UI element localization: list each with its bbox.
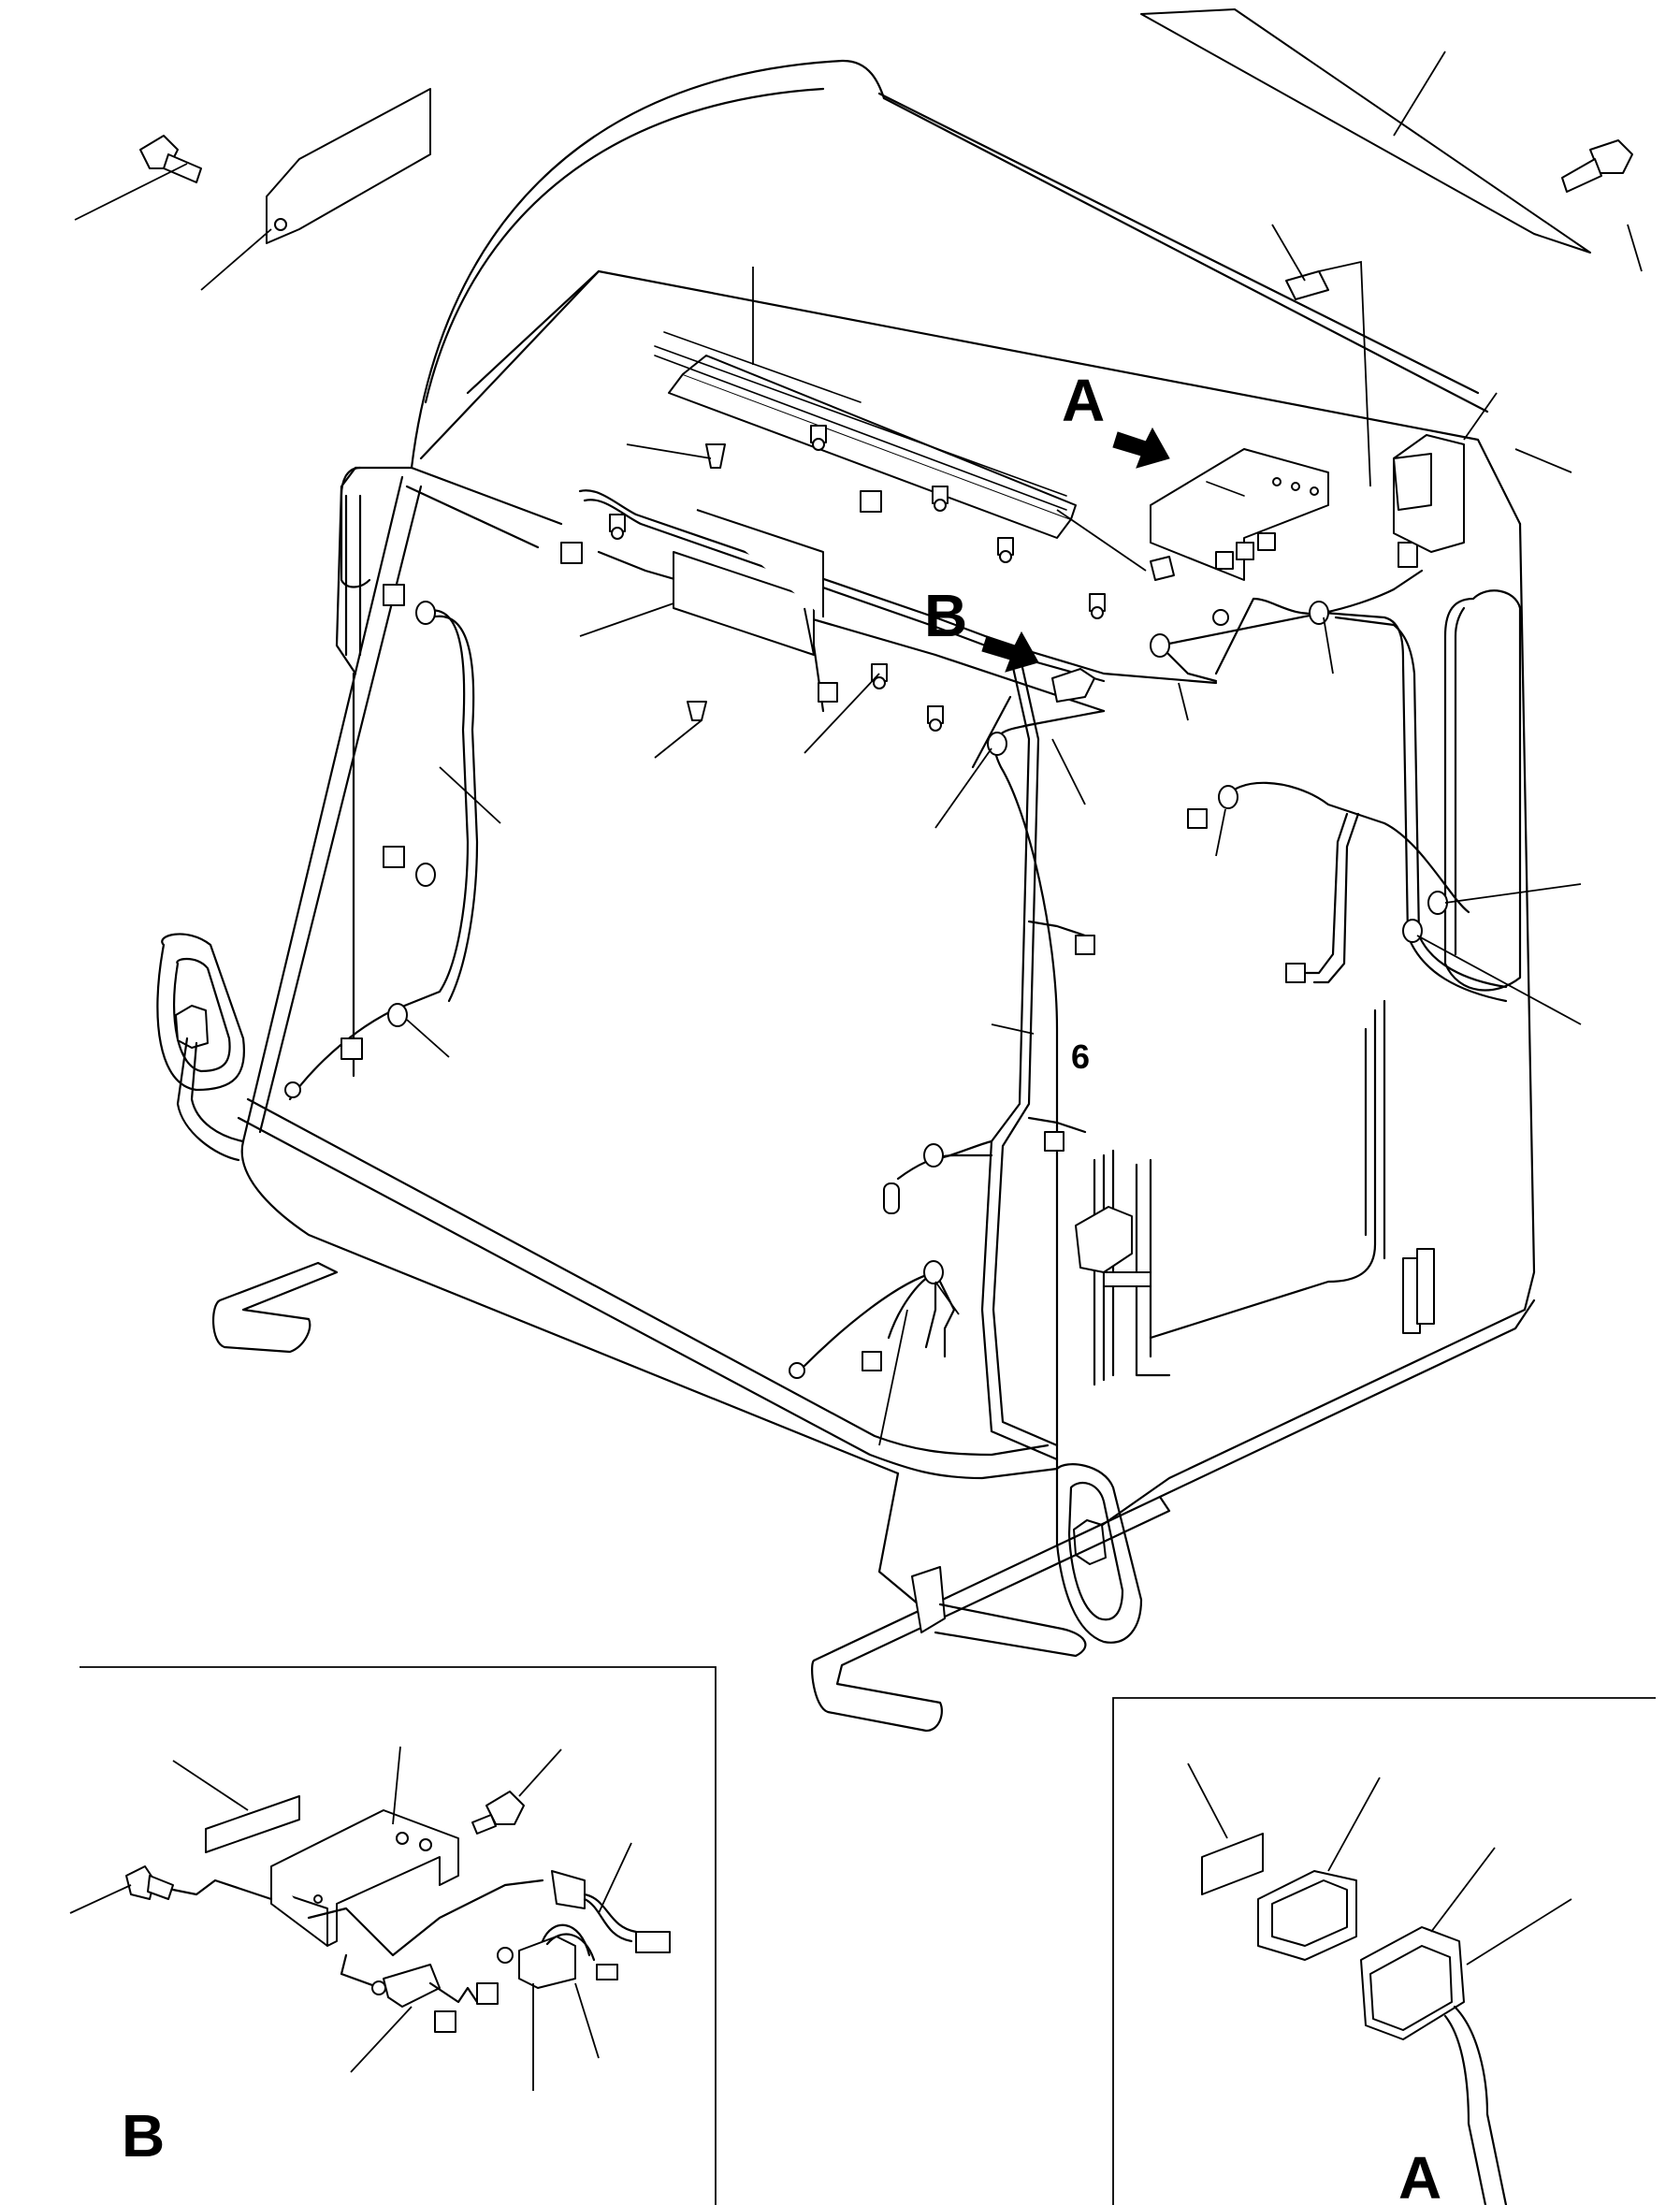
- harness-clip: [810, 425, 827, 451]
- detail-b-bracket: [270, 1809, 459, 1947]
- bolt: [1285, 270, 1329, 300]
- harness-clip: [871, 663, 888, 689]
- part-number-6: 6: [1071, 1037, 1090, 1076]
- grommet: [415, 863, 436, 887]
- connector: [860, 490, 882, 513]
- view-b-arrow: [981, 631, 1039, 673]
- connector: [1051, 668, 1095, 703]
- harness-clip: [932, 486, 949, 512]
- leader-lines: [74, 51, 1643, 1446]
- mount-plate: [266, 88, 431, 244]
- connector: [1075, 935, 1095, 955]
- detail-b-caption: B: [122, 2102, 165, 2169]
- ring-terminal: [284, 1081, 301, 1098]
- harness-clip: [997, 537, 1014, 563]
- connector: [340, 1037, 363, 1060]
- connector: [1398, 542, 1418, 568]
- grommet: [1427, 891, 1448, 915]
- detail-a-label-plate: [1201, 1833, 1264, 1895]
- grommet: [923, 1143, 944, 1168]
- connector: [818, 682, 838, 703]
- harness-clip: [609, 514, 626, 540]
- screw: [687, 701, 707, 721]
- grommet: [1150, 633, 1170, 658]
- connector: [883, 1182, 900, 1214]
- grommet: [923, 1260, 944, 1284]
- view-a-bracket: [1150, 448, 1329, 581]
- view-a-label: A: [1062, 367, 1105, 434]
- grommet: [1402, 919, 1423, 943]
- screw: [705, 443, 726, 469]
- connector: [383, 584, 405, 606]
- cab-body: [156, 59, 1536, 1733]
- detail-b-sensor: [551, 1870, 586, 1909]
- washer: [1212, 609, 1229, 626]
- detail-a-caption: A: [1398, 2144, 1441, 2205]
- grommet: [987, 732, 1007, 756]
- loose-parts: [139, 8, 1633, 254]
- harness-components: [284, 270, 1465, 1371]
- view-b-label: B: [924, 582, 967, 649]
- grommet: [387, 1003, 408, 1027]
- relay-cover: [804, 607, 815, 656]
- relay: [1393, 453, 1432, 511]
- harness-clip: [927, 705, 944, 732]
- grommet: [1218, 785, 1238, 809]
- connector: [383, 846, 405, 868]
- harness-clip: [1089, 593, 1106, 619]
- view-markers: A B 6: [924, 367, 1170, 1076]
- connector: [1187, 808, 1208, 829]
- detail-b-panel: B: [69, 1666, 717, 2205]
- connector: [1285, 963, 1306, 983]
- detail-b-switch: [383, 1964, 441, 2008]
- detail-b-label-plate: [205, 1795, 300, 1853]
- connector: [862, 1351, 882, 1371]
- connector: [560, 542, 583, 564]
- view-a-arrow: [1112, 427, 1170, 469]
- cover-strip: [1140, 8, 1591, 254]
- detail-a-panel: A: [1112, 1697, 1656, 2205]
- wiring-harness: [288, 331, 1508, 1461]
- bolt: [1150, 556, 1175, 581]
- relay-cover: [696, 509, 824, 617]
- grommet: [1309, 601, 1329, 625]
- detail-a-border: [1112, 1697, 1656, 2205]
- grommet: [415, 601, 436, 625]
- detail-b-border: [80, 1666, 717, 2205]
- detail-b-connector: [635, 1931, 671, 1953]
- connector: [1044, 1131, 1064, 1152]
